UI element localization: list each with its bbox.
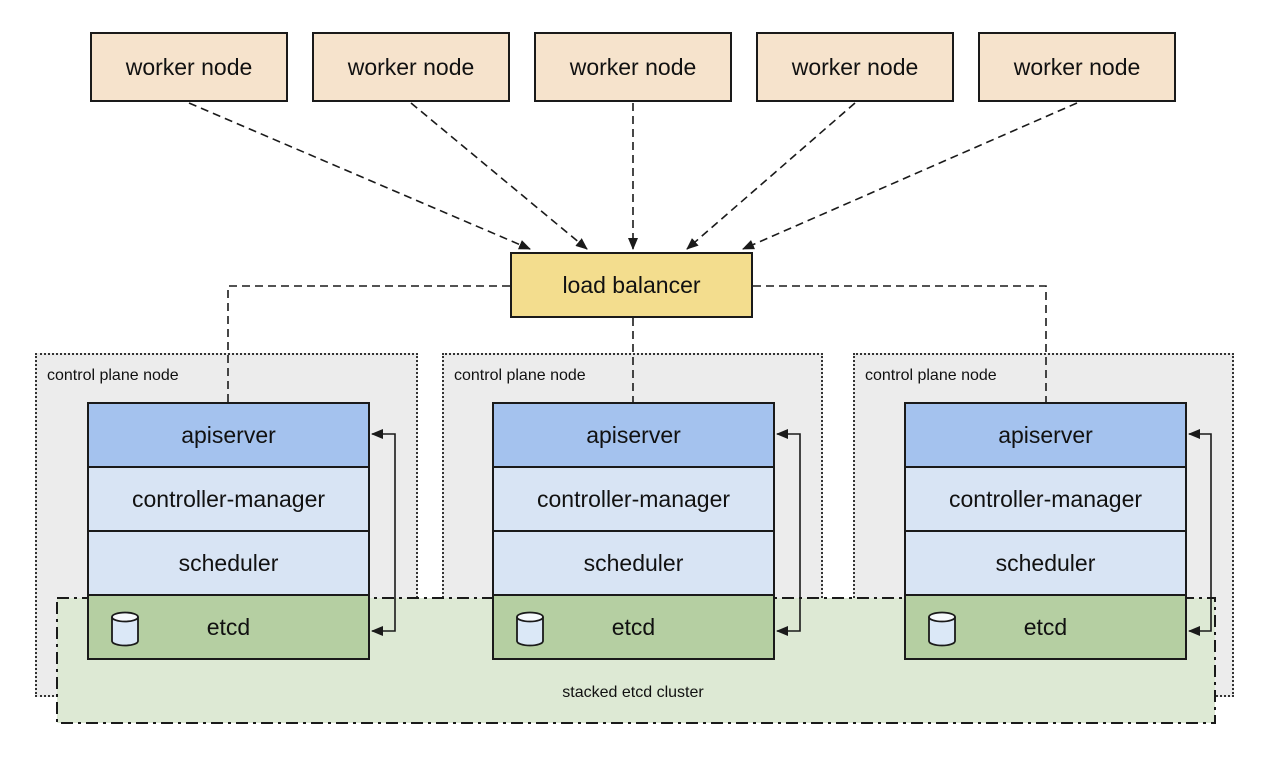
control-plane-stack-2: apiserver controller-manager scheduler e… (492, 402, 775, 660)
component-row-controller-manager: controller-manager (492, 466, 775, 532)
worker-node-label: worker node (569, 53, 697, 80)
control-plane-region-label: control plane node (47, 367, 179, 384)
component-row-etcd-label: etcd (1023, 613, 1068, 640)
worker-node-box-1: worker node (90, 32, 288, 102)
stacked-etcd-region-label: stacked etcd cluster (562, 684, 704, 701)
worker-node-label: worker node (1013, 53, 1141, 80)
component-row-apiserver: apiserver (904, 402, 1187, 468)
worker-to-lb-arrow-2 (410, 102, 588, 250)
component-row-etcd: etcd (492, 594, 775, 660)
component-row-scheduler: scheduler (87, 530, 370, 596)
component-row-controller-manager: controller-manager (904, 466, 1187, 532)
component-row-etcd-label: etcd (206, 613, 251, 640)
control-plane-stack-1: apiserver controller-manager scheduler e… (87, 402, 370, 660)
control-plane-region-label: control plane node (865, 367, 997, 384)
component-row-scheduler: scheduler (904, 530, 1187, 596)
worker-node-box-5: worker node (978, 32, 1176, 102)
component-row-apiserver: apiserver (492, 402, 775, 468)
component-row-etcd: etcd (904, 594, 1187, 660)
component-row-scheduler: scheduler (492, 530, 775, 596)
worker-node-box-2: worker node (312, 32, 510, 102)
worker-node-label: worker node (125, 53, 253, 80)
etcd-database-cylinder-icon (111, 611, 139, 647)
load-balancer-label: load balancer (562, 271, 701, 298)
worker-node-label: worker node (791, 53, 919, 80)
component-row-etcd-label: etcd (611, 613, 656, 640)
worker-to-lb-arrow-5 (742, 102, 1078, 250)
component-row-etcd: etcd (87, 594, 370, 660)
etcd-database-cylinder-icon (928, 611, 956, 647)
worker-node-label: worker node (347, 53, 475, 80)
component-row-apiserver: apiserver (87, 402, 370, 468)
control-plane-region-label: control plane node (454, 367, 586, 384)
component-row-controller-manager: controller-manager (87, 466, 370, 532)
control-plane-stack-3: apiserver controller-manager scheduler e… (904, 402, 1187, 660)
load-balancer-box: load balancer (510, 252, 753, 318)
etcd-database-cylinder-icon (516, 611, 544, 647)
worker-node-box-3: worker node (534, 32, 732, 102)
worker-to-lb-arrow-1 (188, 102, 531, 250)
worker-to-lb-arrow-4 (686, 102, 856, 250)
worker-node-box-4: worker node (756, 32, 954, 102)
